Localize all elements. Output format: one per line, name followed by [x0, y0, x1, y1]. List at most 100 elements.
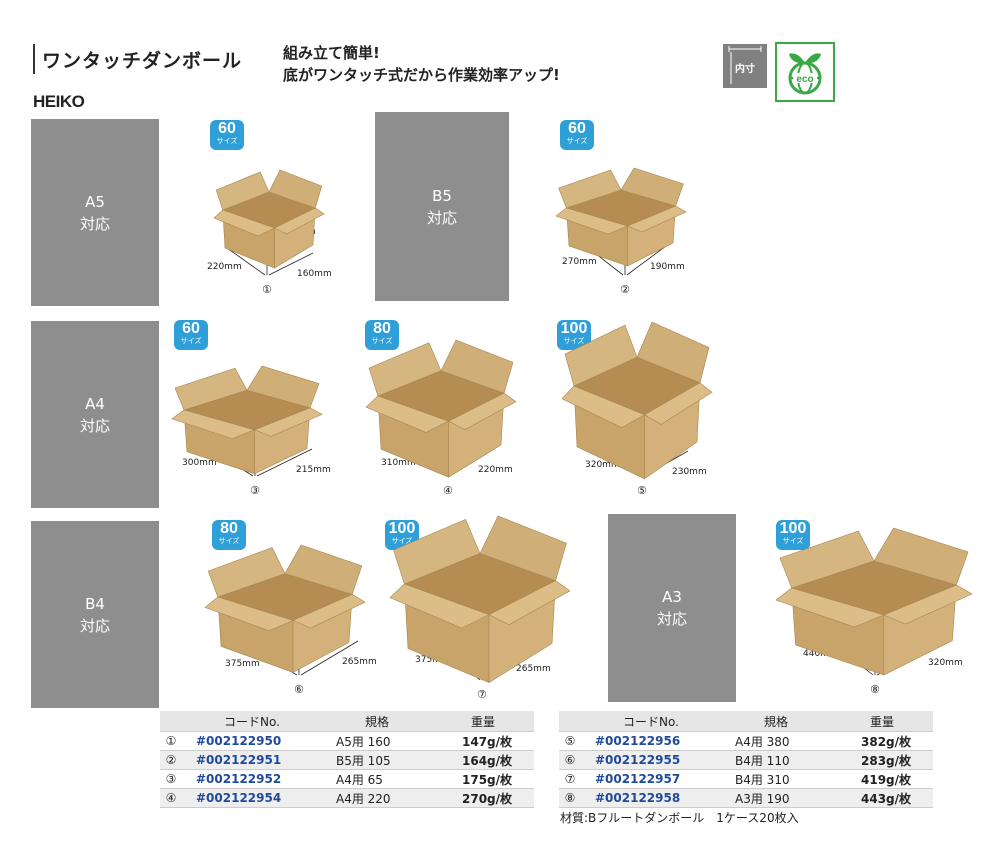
- eco-globe-icon: eco: [788, 53, 822, 95]
- product-weight: 175g/枚: [432, 769, 534, 789]
- size-badge-unit: サイズ: [216, 137, 238, 145]
- panel-a3: A3 対応: [608, 514, 736, 702]
- product-code: #002122956: [581, 731, 721, 751]
- product-spec: A4用 220: [322, 788, 432, 808]
- product-code: #002122954: [182, 788, 322, 808]
- box-flap-front-left: [555, 207, 629, 235]
- depth-dimension: 160mm: [297, 269, 332, 279]
- product-number: ④: [443, 484, 453, 497]
- row-number: ⑤: [559, 731, 581, 751]
- box-flap-back-left: [779, 530, 875, 589]
- box-flap-back-left: [215, 171, 270, 211]
- product-number: ⑦: [477, 688, 487, 701]
- row-number: ⑧: [559, 788, 581, 808]
- box-flap-back-left: [393, 519, 481, 585]
- size-badge-number: 100: [779, 520, 807, 537]
- box-flap-back-left: [207, 547, 286, 598]
- depth-dimension: 320mm: [928, 658, 963, 668]
- product-number: ⑥: [294, 683, 304, 696]
- size-badge-unit: サイズ: [371, 337, 393, 345]
- width-dimension: 310mm: [381, 458, 416, 468]
- panel-a3-suffix: 対応: [656, 610, 687, 628]
- depth-arrow: [300, 640, 359, 676]
- header-spec: 規格: [322, 711, 432, 732]
- product-weight: 270g/枚: [432, 788, 534, 808]
- page-title: ワンタッチダンボール: [42, 50, 243, 72]
- box-illustration: [775, 527, 973, 676]
- product-number: ②: [620, 283, 630, 296]
- product-code: #002122950: [182, 731, 322, 751]
- product-spec: A4用 380: [721, 731, 831, 751]
- depth-dimension: 190mm: [650, 262, 685, 272]
- width-dimension: 320mm: [585, 460, 620, 470]
- size-badge-number: 60: [182, 320, 200, 337]
- size-badge-number: 100: [560, 320, 588, 337]
- row-number: ③: [160, 769, 182, 789]
- box-illustration: [389, 515, 571, 684]
- box-flap-front-left: [213, 209, 276, 237]
- size-badge-unit: サイズ: [391, 537, 413, 545]
- width-dimension: 270mm: [562, 257, 597, 267]
- header-spec: 規格: [721, 711, 831, 732]
- header-weight: 重量: [831, 711, 933, 732]
- box-flap-back-right: [636, 321, 710, 384]
- box-flap-front-left: [204, 596, 294, 632]
- box-illustration: [204, 544, 366, 673]
- depth-dimension: 265mm: [516, 664, 551, 674]
- box-flap-back-right: [440, 339, 514, 394]
- material-note: 材質:Bフルートダンボール 1ケース20枚入: [560, 811, 799, 825]
- product-number: ①: [262, 283, 272, 296]
- panel-b5-size: B5: [432, 186, 452, 205]
- width-dimension: 440mm: [803, 649, 838, 659]
- box-flap-front-left: [561, 385, 646, 428]
- depth-arrow: [268, 252, 314, 276]
- box-flap-back-right: [284, 544, 363, 595]
- catch-line-2: 底がワンタッチ式だから作業効率アップ!: [283, 66, 560, 84]
- box-flap-front-right: [253, 407, 323, 437]
- row-label-a5-suffix: 対応: [79, 214, 110, 233]
- inner-dimension-label: 内寸: [735, 64, 755, 75]
- box-illustration: [171, 365, 323, 475]
- size-badge-number: 80: [373, 320, 391, 337]
- row-label-a4-suffix: 対応: [79, 416, 110, 435]
- product-code: #002122957: [581, 769, 721, 789]
- size-badge-number: 60: [568, 120, 586, 137]
- header-code: コードNo.: [581, 711, 721, 732]
- product-spec: B4用 110: [721, 750, 831, 770]
- box-flap-front-right: [883, 584, 973, 625]
- width-arrow: [226, 247, 266, 276]
- product-weight: 443g/枚: [831, 788, 933, 808]
- box-illustration: [555, 167, 687, 267]
- size-badge-unit: サイズ: [563, 337, 585, 345]
- width-dimension: 300mm: [182, 458, 217, 468]
- size-badge-number: 80: [220, 520, 238, 537]
- depth-arrow: [626, 245, 667, 276]
- row-number: ⑥: [559, 750, 581, 770]
- depth-dimension: 220mm: [478, 465, 513, 475]
- size-badge-unit: サイズ: [180, 337, 202, 345]
- title-accent-bar: [33, 44, 35, 74]
- box-flap-front-right: [488, 580, 571, 626]
- brand-logo: HEIKO: [33, 92, 85, 111]
- inner-dimension-icon: [728, 46, 762, 84]
- box-flap-back-left: [368, 342, 442, 397]
- width-dimension: 220mm: [207, 262, 242, 272]
- row-label-a5: A5 対応: [31, 119, 159, 306]
- header-code: コードNo.: [182, 711, 322, 732]
- panel-b5-suffix: 対応: [426, 208, 457, 227]
- dimension-arrows: [822, 634, 945, 676]
- eco-badge: eco: [775, 42, 835, 102]
- box-flap-back-right: [246, 365, 320, 409]
- box-flap-back-right: [268, 169, 323, 209]
- box-flap-back-left: [174, 367, 248, 411]
- size-badge-unit: サイズ: [566, 137, 588, 145]
